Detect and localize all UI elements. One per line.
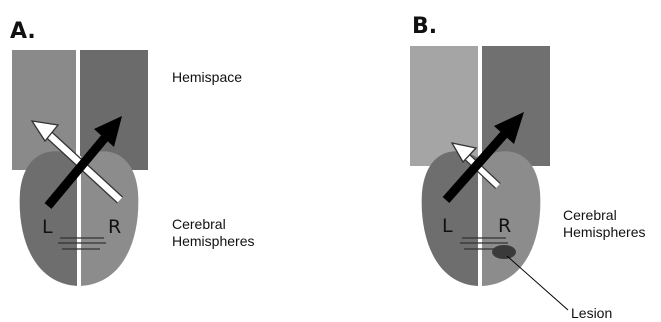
panel-a-left-letter: L [42, 216, 53, 238]
panel-b: B. L R Cerebral Hemi [410, 14, 645, 321]
panel-b-letter: B. [412, 14, 437, 39]
panel-b-lesion-pointer [507, 256, 568, 310]
panel-a-cerebral-label-line2: Hemispheres [172, 233, 254, 249]
panel-a: A. Hemispace L R Cerebral Hemis [10, 19, 254, 288]
panel-b-lesion-label: Lesion [571, 305, 612, 321]
panel-a-right-letter: R [108, 216, 121, 238]
panel-a-letter: A. [10, 19, 36, 44]
panel-b-cerebral-label-line2: Hemispheres [563, 224, 645, 240]
panel-b-left-letter: L [442, 215, 453, 237]
panel-a-cerebral-label-line1: Cerebral [172, 216, 226, 232]
panel-b-cerebral-label-line1: Cerebral [563, 207, 617, 223]
panel-a-hemispace-label: Hemispace [172, 69, 242, 85]
panel-b-hemispace-divider [478, 46, 482, 166]
panel-b-right-letter: R [498, 215, 511, 237]
panel-b-lesion [492, 245, 516, 259]
panel-a-hemispace-divider [76, 50, 80, 170]
